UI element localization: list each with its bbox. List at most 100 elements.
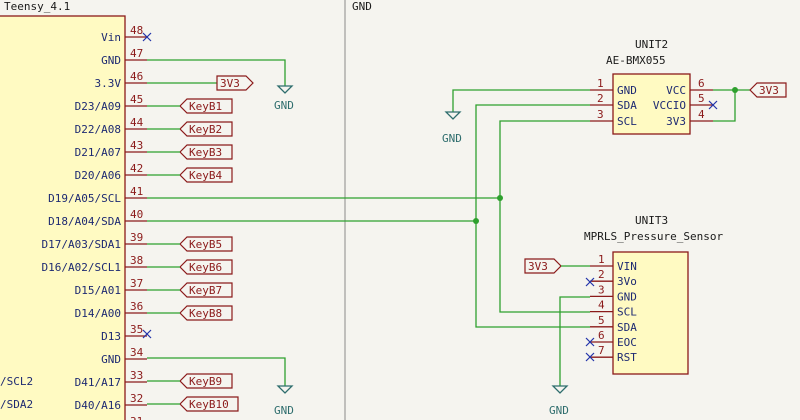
teensy-pin-name: D18/A04/SDA <box>48 215 121 228</box>
svg-text:3V3: 3V3 <box>528 260 548 273</box>
teensy-pin-num: 34 <box>130 346 144 359</box>
teensy-pin-name: D21/A07 <box>75 146 121 159</box>
key-label-keyb1: KeyB1 <box>179 98 233 114</box>
teensy-pin-name: GND <box>101 353 121 366</box>
junction-vcc <box>732 87 738 93</box>
teensy-body[interactable] <box>0 15 126 420</box>
svg-text:3V3: 3V3 <box>220 77 240 90</box>
teensy-pin-num: 40 <box>130 208 143 221</box>
key-label-keyb3: KeyB3 <box>179 144 233 160</box>
svg-text:KeyB4: KeyB4 <box>189 169 222 182</box>
unit2-pin6-name: VCC <box>666 84 686 97</box>
label-3v3-teensy: 3V3 <box>216 75 254 91</box>
gnd-label-2: GND <box>274 404 294 417</box>
svg-text:KeyB6: KeyB6 <box>189 261 222 274</box>
teensy-pin-num: 44 <box>130 116 144 129</box>
unit2-pin5-num: 5 <box>698 92 705 105</box>
teensy-pin-num: 46 <box>130 70 143 83</box>
unit2-pin6-num: 6 <box>698 77 705 90</box>
no-connect-vccio <box>708 100 718 110</box>
wire-unit2-gnd <box>452 89 590 112</box>
teensy-pin-num: 48 <box>130 24 143 37</box>
unit3-pin-name: RST <box>617 351 637 364</box>
svg-text:KeyB9: KeyB9 <box>189 375 222 388</box>
unit3-pin-num: 4 <box>598 299 605 312</box>
teensy-pin-name: D41/A17 <box>75 376 121 389</box>
teensy-pin-name: D16/A02/SCL1 <box>42 261 121 274</box>
key-label-keyb2: KeyB2 <box>179 121 233 137</box>
unit3-pin-num: 3 <box>598 283 605 296</box>
teensy-pin-num: 31 <box>130 415 143 420</box>
teensy-pins: 48Vin47GND463.3V45D23/A0944D22/A0843D21/… <box>42 24 147 420</box>
wire-sda-riser <box>475 104 590 328</box>
unit2-pin2-name: SDA <box>617 99 637 112</box>
wire-teensy-gnd34 <box>147 357 286 386</box>
unit3-value: MPRLS_Pressure_Sensor <box>584 230 723 243</box>
unit2-pin2-num: 2 <box>597 92 604 105</box>
svg-text:KeyB1: KeyB1 <box>189 100 222 113</box>
label-3v3-unit2: 3V3 <box>749 82 787 98</box>
unit2-pin4-num: 4 <box>698 108 705 121</box>
unit3-pin-num: 6 <box>598 329 605 342</box>
label-3v3-unit3: 3V3 <box>524 258 562 274</box>
svg-text:KeyB8: KeyB8 <box>189 307 222 320</box>
unit3-pin-name: VIN <box>617 260 637 273</box>
unit3-pin-name: EOC <box>617 336 637 349</box>
unit3-pin-num: 7 <box>598 344 605 357</box>
unit3-pin-name: SDA <box>617 321 637 334</box>
unit3-pin-num: 1 <box>598 253 605 266</box>
no-connect-vin <box>142 32 152 42</box>
unit3-pin-name: 3Vo <box>617 275 637 288</box>
teensy-left-partial-1: /SCL2 <box>0 375 33 388</box>
unit2-pin5-name: VCCIO <box>653 99 686 112</box>
teensy-pin-num: 45 <box>130 93 143 106</box>
teensy-pin-name: 3.3V <box>95 77 122 90</box>
teensy-pin-name: D22/A08 <box>75 123 121 136</box>
gnd-symbol-2 <box>276 385 294 394</box>
teensy-ref: Teensy_4.1 <box>4 0 70 13</box>
svg-text:KeyB10: KeyB10 <box>189 398 229 411</box>
teensy-pin-name: GND <box>101 54 121 67</box>
key-label-keyb7: KeyB7 <box>179 282 233 298</box>
teensy-pin-num: 38 <box>130 254 143 267</box>
unit3-pin-num: 5 <box>598 314 605 327</box>
gnd-symbol-4 <box>551 385 569 394</box>
teensy-pin-num: 41 <box>130 185 143 198</box>
teensy-pin-num: 43 <box>130 139 143 152</box>
teensy-left-partial-2: /SDA2 <box>0 398 33 411</box>
key-label-keyb4: KeyB4 <box>179 167 233 183</box>
gnd-label-1: GND <box>274 99 294 112</box>
teensy-pin-name: Vin <box>101 31 121 44</box>
key-label-keyb5: KeyB5 <box>179 236 233 252</box>
gnd-symbol-1 <box>276 85 294 94</box>
gnd-label-3: GND <box>442 132 462 145</box>
teensy-pin-name: D19/A05/SCL <box>48 192 121 205</box>
teensy-pin-num: 39 <box>130 231 143 244</box>
teensy-pin-name: D15/A01 <box>75 284 121 297</box>
no-connect-eoc <box>585 337 595 347</box>
teensy-pin-name: D13 <box>101 330 121 343</box>
svg-text:KeyB3: KeyB3 <box>189 146 222 159</box>
no-connect-3vo <box>585 277 595 287</box>
unit2-pin3-num: 3 <box>597 108 604 121</box>
unit3-ref: UNIT3 <box>635 214 668 227</box>
teensy-pin-num: 36 <box>130 300 143 313</box>
no-connect-d13 <box>142 329 152 339</box>
teensy-pin-name: D23/A09 <box>75 100 121 113</box>
teensy-pin-name: D20/A06 <box>75 169 121 182</box>
teensy-pin-name: D14/A00 <box>75 307 121 320</box>
unit2-body[interactable] <box>612 73 691 135</box>
teensy-pin-num: 37 <box>130 277 143 290</box>
unit2-value: AE-BMX055 <box>606 54 666 67</box>
sheet-title: GND <box>352 0 372 13</box>
key-label-keyb9: KeyB9 <box>179 373 233 389</box>
unit2-pin1-num: 1 <box>597 77 604 90</box>
teensy-pin-num: 35 <box>130 323 143 336</box>
unit3-body[interactable] <box>612 251 689 375</box>
svg-text:3V3: 3V3 <box>759 84 779 97</box>
svg-text:KeyB5: KeyB5 <box>189 238 222 251</box>
unit3-pin-name: GND <box>617 290 637 303</box>
key-label-keyb10: KeyB10 <box>179 396 239 412</box>
